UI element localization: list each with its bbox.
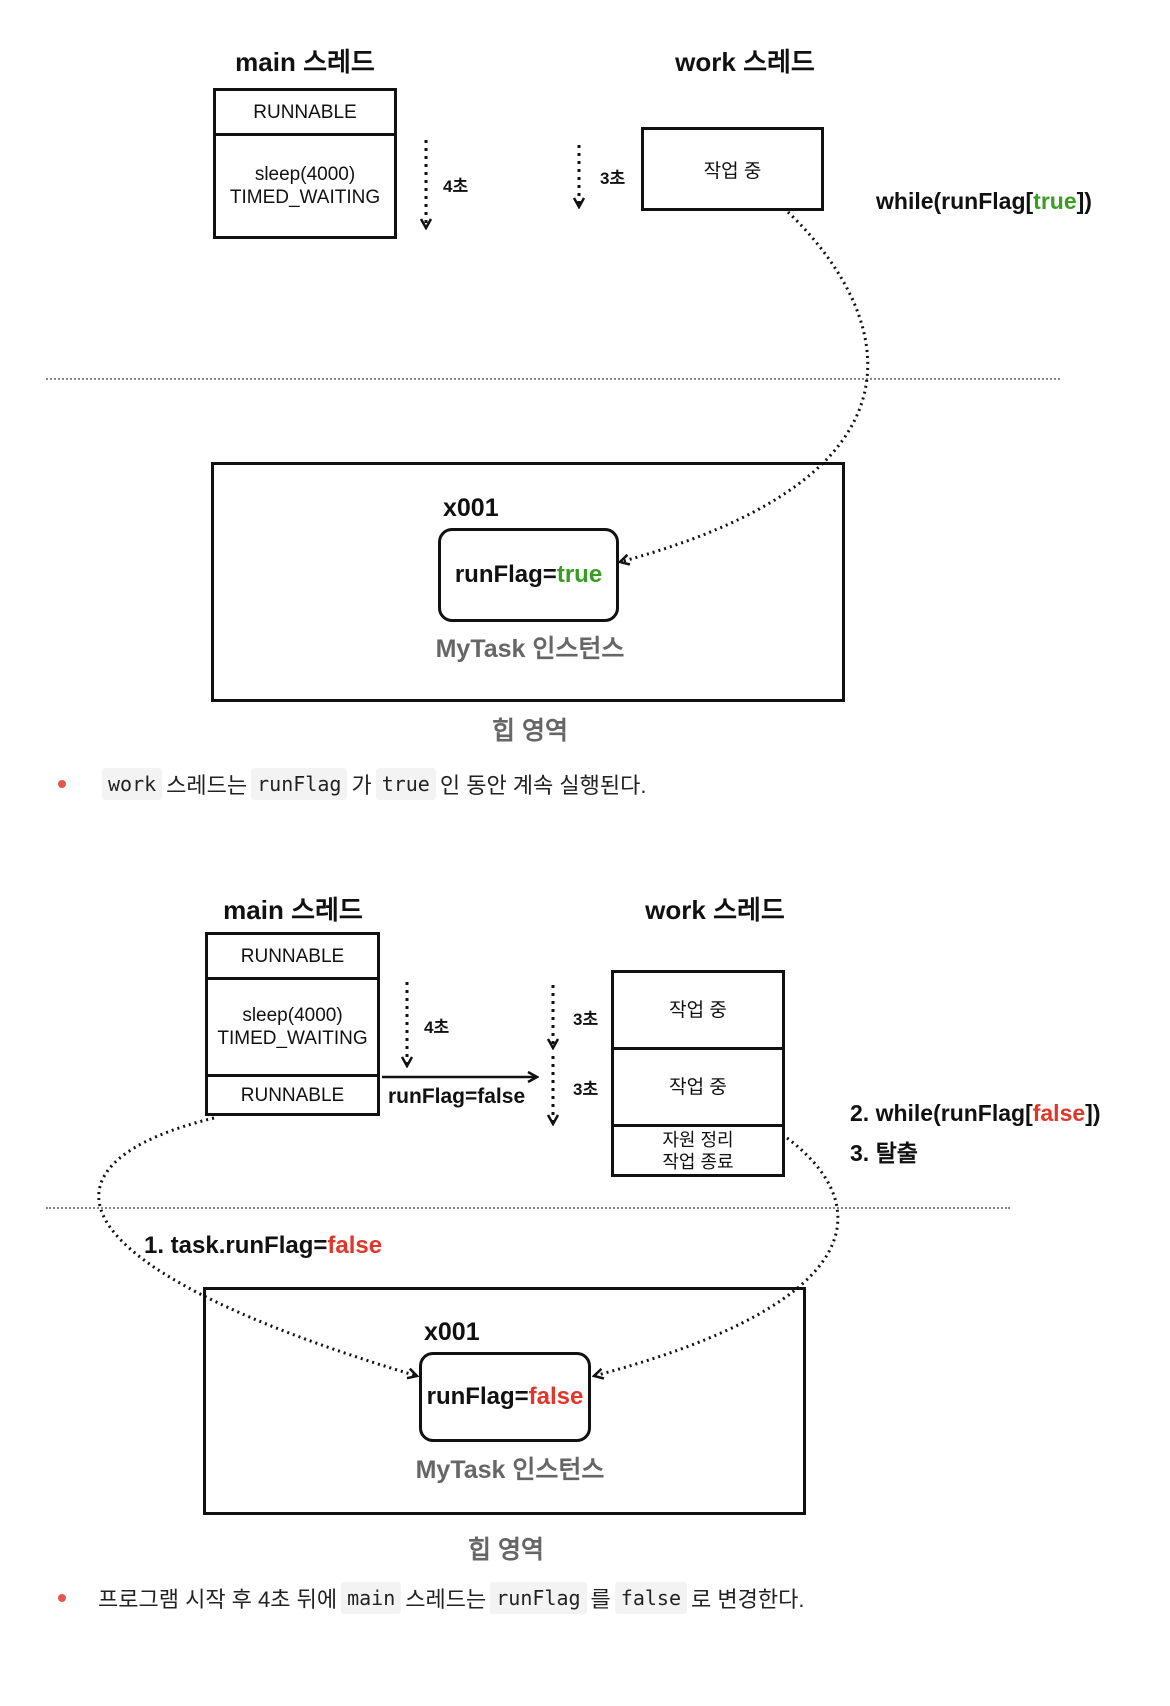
main-state-timed-waiting: sleep(4000) TIMED_WAITING bbox=[213, 133, 397, 239]
exit-label: 3. 탈출 bbox=[850, 1140, 918, 1166]
while-loop-label: 2. while(runFlag[false]) bbox=[850, 1100, 1101, 1126]
text: 가 bbox=[351, 773, 372, 798]
code-runflag: runFlag bbox=[251, 768, 348, 800]
text: 로 변경한다. bbox=[691, 1587, 805, 1612]
code-false: false bbox=[614, 1582, 687, 1614]
heap-area-label: 힙 영역 bbox=[468, 1536, 544, 1564]
code-work: work bbox=[102, 768, 163, 800]
work-thread-title: work 스레드 bbox=[645, 895, 785, 925]
while-loop-label: while(runFlag[true]) bbox=[876, 188, 1092, 214]
work-elapsed-label-1: 3초 bbox=[573, 1010, 599, 1029]
bullet-dot bbox=[58, 1594, 66, 1602]
object-address: x001 bbox=[443, 494, 499, 522]
main-state-runnable-2: RUNNABLE bbox=[205, 1074, 380, 1116]
text: 를 bbox=[590, 1587, 611, 1612]
work-state-working-1: 작업 중 bbox=[611, 970, 785, 1050]
code-main: main bbox=[341, 1582, 402, 1614]
work-read-reference bbox=[620, 210, 870, 562]
object-address: x001 bbox=[424, 1318, 480, 1346]
main-write-reference bbox=[97, 1116, 417, 1376]
runflag-object: runFlag=true bbox=[438, 528, 619, 622]
work-read-reference bbox=[594, 1136, 840, 1376]
work-state-working-2: 작업 중 bbox=[611, 1047, 785, 1127]
stack-heap-divider bbox=[46, 1207, 1010, 1209]
bullet-dot bbox=[58, 780, 66, 788]
heap-area-box bbox=[203, 1287, 806, 1515]
assignment-label: 1. task.runFlag=false bbox=[144, 1232, 383, 1259]
text: 스레드는 bbox=[405, 1587, 487, 1612]
work-thread-title: work 스레드 bbox=[675, 47, 815, 77]
text: 프로그램 시작 후 4초 뒤에 bbox=[98, 1587, 338, 1612]
runflag-object: runFlag=false bbox=[419, 1352, 591, 1442]
text: 인 동안 계속 실행된다. bbox=[439, 773, 647, 798]
code-true: true bbox=[375, 768, 436, 800]
object-caption: MyTask 인스턴스 bbox=[435, 635, 625, 663]
stack-heap-divider bbox=[46, 378, 1060, 380]
work-state-cleanup: 자원 정리 작업 종료 bbox=[611, 1124, 785, 1177]
object-caption: MyTask 인스턴스 bbox=[415, 1456, 605, 1484]
main-state-timed-waiting: sleep(4000) TIMED_WAITING bbox=[205, 977, 380, 1077]
text: 스레드는 bbox=[166, 773, 248, 798]
code-runflag: runFlag bbox=[490, 1582, 587, 1614]
main-thread-title: main 스레드 bbox=[235, 47, 375, 77]
main-elapsed-label: 4초 bbox=[443, 177, 469, 196]
signal-label: runFlag=false bbox=[388, 1085, 526, 1108]
main-thread-title: main 스레드 bbox=[223, 895, 363, 925]
heap-area-box bbox=[211, 462, 845, 702]
work-elapsed-label: 3초 bbox=[600, 169, 626, 188]
work-state-working: 작업 중 bbox=[641, 127, 824, 211]
work-elapsed-label-2: 3초 bbox=[573, 1080, 599, 1099]
main-elapsed-label: 4초 bbox=[424, 1018, 450, 1037]
heap-area-label: 힙 영역 bbox=[492, 717, 568, 745]
